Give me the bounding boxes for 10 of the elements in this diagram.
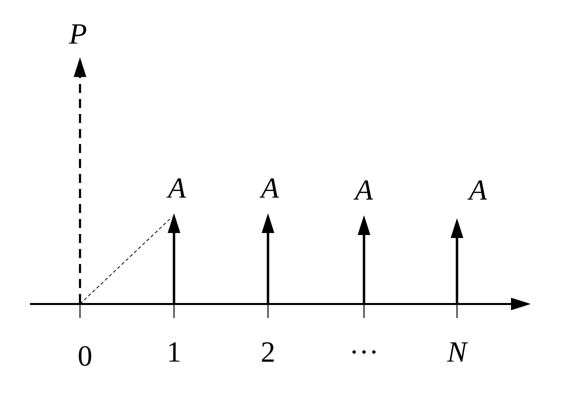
period-label: 0	[78, 346, 92, 366]
period-label: N	[447, 342, 468, 362]
amount-label: A	[467, 180, 488, 200]
period-label: 1	[169, 342, 180, 362]
amount-label: A	[259, 178, 280, 198]
period-label: 2	[262, 342, 274, 362]
amount-label: A	[353, 180, 374, 200]
amount-label: A	[166, 178, 186, 198]
period-label: …	[352, 350, 376, 354]
amount-label: P	[68, 24, 86, 44]
